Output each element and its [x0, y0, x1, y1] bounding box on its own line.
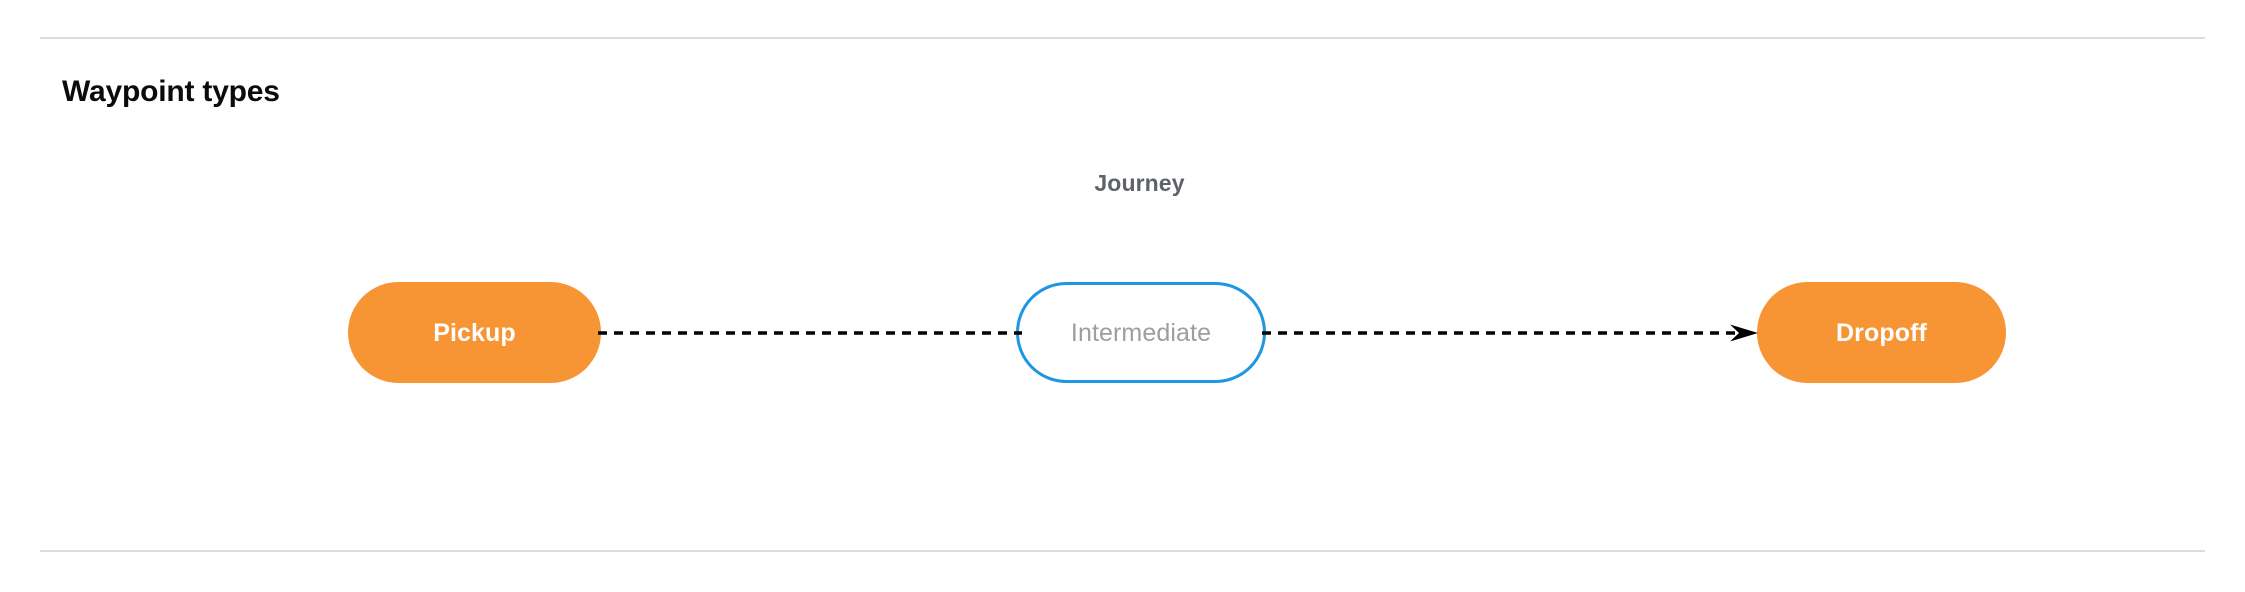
node-dropoff-label: Dropoff [1836, 318, 1927, 347]
section-divider-top [40, 37, 2205, 39]
cluster-label-journey: Journey [1094, 170, 1185, 196]
dashed-connector-icon [598, 331, 1022, 335]
node-pickup[interactable]: Pickup [348, 282, 601, 383]
node-dropoff[interactable]: Dropoff [1757, 282, 2006, 383]
node-pickup-label: Pickup [433, 318, 516, 347]
node-intermediate-label: Intermediate [1070, 318, 1212, 347]
edge-intermediate-to-dropoff [1262, 322, 1762, 344]
node-intermediate[interactable]: Intermediate [1016, 282, 1266, 383]
dashed-connector-arrow-icon [1262, 324, 1758, 342]
section-divider-bottom [40, 550, 2205, 552]
edge-pickup-to-intermediate [598, 322, 1022, 344]
page-title: Waypoint types [62, 75, 280, 108]
